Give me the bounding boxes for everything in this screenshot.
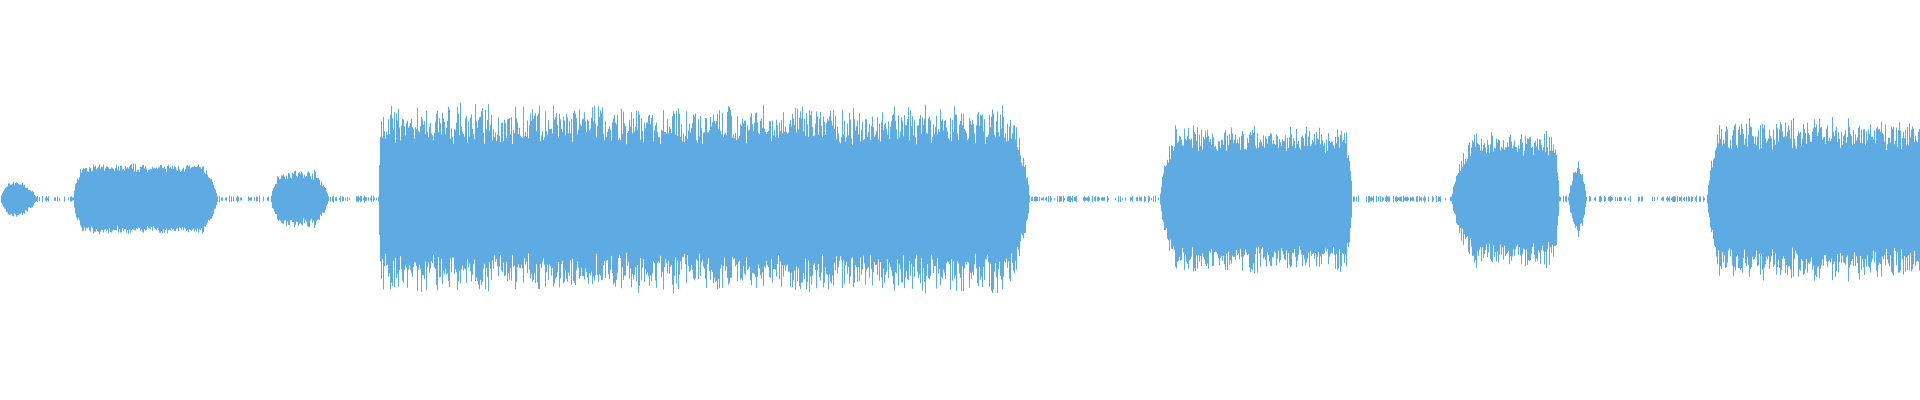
waveform-samples <box>1 103 1920 294</box>
waveform-path <box>1 103 1920 294</box>
